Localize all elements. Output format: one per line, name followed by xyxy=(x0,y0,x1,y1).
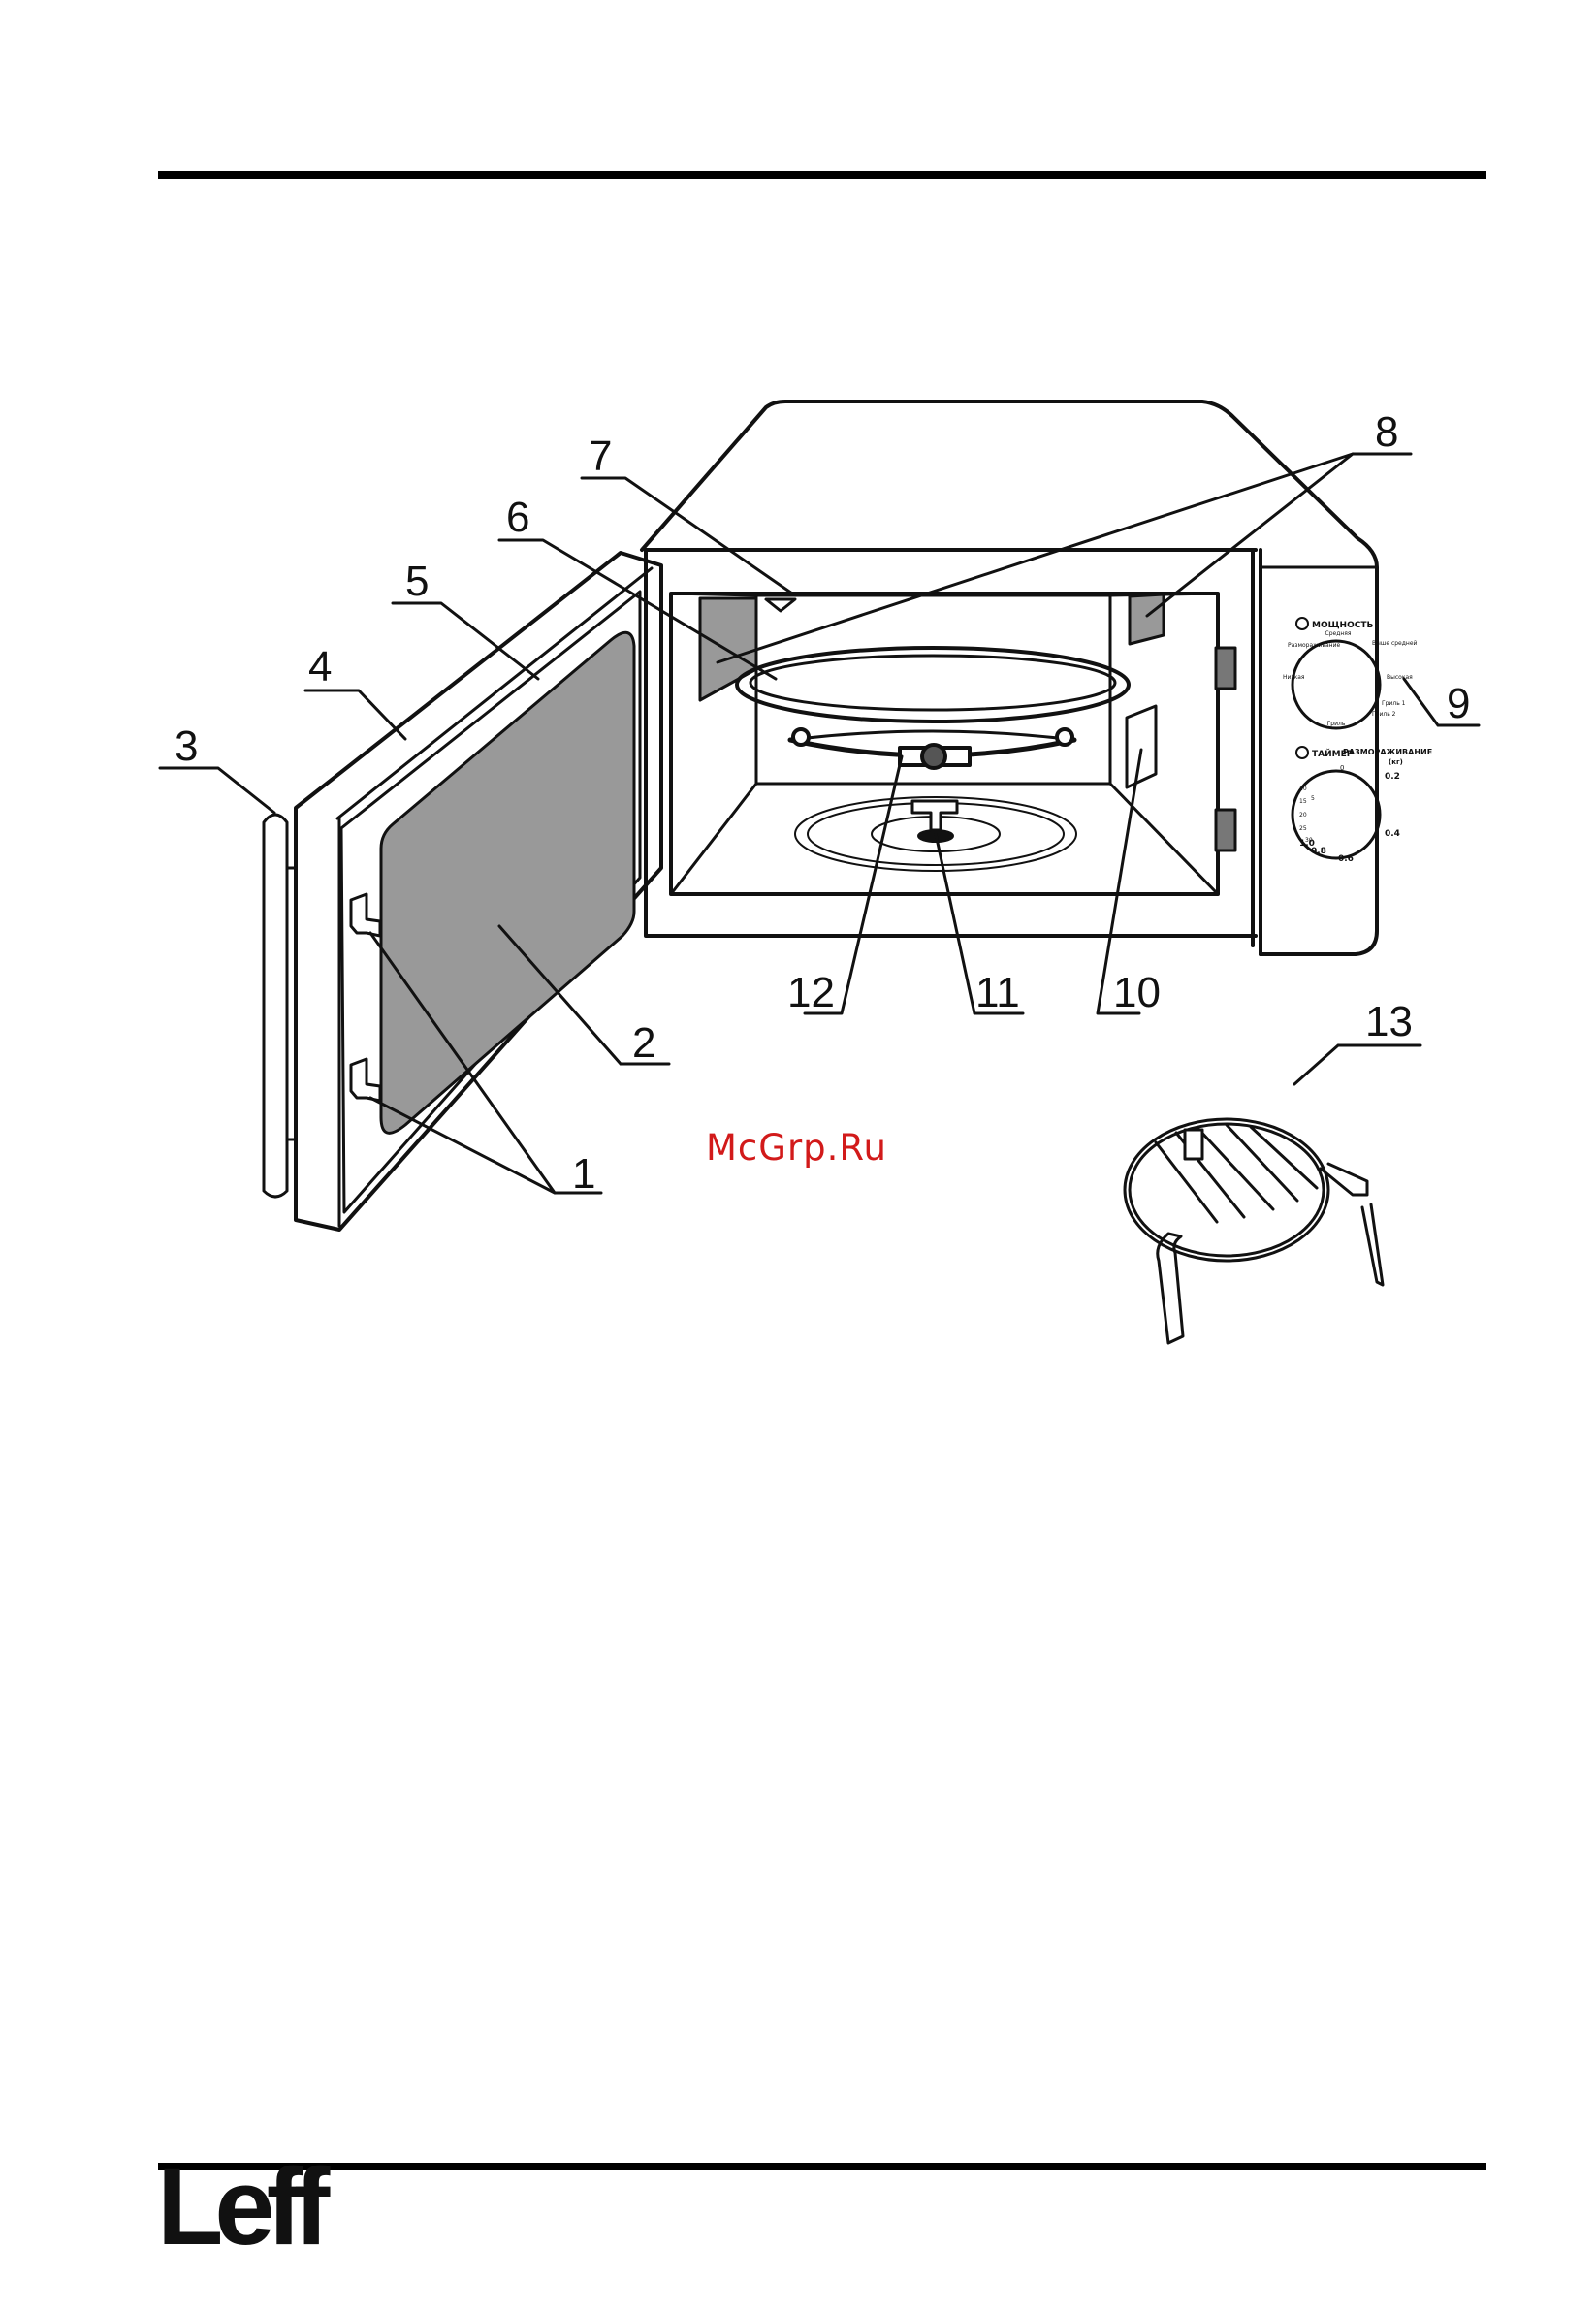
callout-4: 4 xyxy=(308,643,332,690)
callout-8: 8 xyxy=(1375,408,1398,456)
callout-10: 10 xyxy=(1113,969,1161,1016)
callout-3: 3 xyxy=(175,722,198,770)
power-setting-grill-1: Гриль 1 xyxy=(1382,700,1406,707)
callout-12: 12 xyxy=(787,969,835,1016)
callout-13: 13 xyxy=(1365,998,1413,1045)
glass-turntable-tray xyxy=(737,648,1129,722)
brand-logo: Leff xyxy=(157,2153,321,2262)
power-setting-medium: Средняя xyxy=(1325,630,1352,637)
callout-11: 11 xyxy=(975,969,1020,1016)
defrost-label: РАЗМОРАЖИВАНИЕ xyxy=(1343,748,1432,756)
callout-6: 6 xyxy=(506,494,529,541)
power-setting-grill-2: Гриль 2 xyxy=(1372,711,1396,718)
defrost-mark-0-4: 0.4 xyxy=(1385,829,1400,839)
power-setting-medium-high: Выше средней xyxy=(1372,640,1418,647)
defrost-unit: (кг) xyxy=(1389,758,1403,766)
defrost-mark-0-2: 0.2 xyxy=(1385,772,1400,782)
grill-rack xyxy=(1125,1119,1383,1343)
footer-rule xyxy=(158,2163,1486,2170)
door xyxy=(296,553,661,1230)
power-setting-high: Высокая xyxy=(1387,674,1413,681)
defrost-mark-0-6: 0.6 xyxy=(1338,854,1354,864)
watermark: McGrp.Ru xyxy=(706,1127,887,1169)
roller-ring xyxy=(790,729,1074,768)
timer-mark-25: 25 xyxy=(1299,825,1307,832)
door-latch-hooks xyxy=(351,894,380,1101)
power-setting-low: Низкая xyxy=(1283,674,1305,681)
timer-mark-15: 15 xyxy=(1299,798,1307,805)
timer-mark-0: 0 xyxy=(1340,764,1344,772)
callout-numbers: 1 2 3 4 5 6 7 8 9 10 11 12 13 xyxy=(175,408,1470,1198)
callout-5: 5 xyxy=(405,558,429,605)
power-label: МОЩНОСТЬ xyxy=(1312,621,1373,630)
callout-2: 2 xyxy=(632,1019,655,1067)
callout-9: 9 xyxy=(1447,680,1470,727)
power-setting-grill: Гриль xyxy=(1327,721,1346,727)
door-handle xyxy=(264,815,296,1197)
timer-mark-10: 10 xyxy=(1299,786,1307,792)
timer-mark-5: 5 xyxy=(1311,795,1315,802)
defrost-mark-1-0: 1.0 xyxy=(1299,839,1315,849)
timer-mark-20: 20 xyxy=(1299,812,1307,818)
callout-7: 7 xyxy=(589,433,612,480)
power-setting-defrost: Размораживание xyxy=(1288,642,1341,649)
callout-1: 1 xyxy=(572,1150,595,1198)
